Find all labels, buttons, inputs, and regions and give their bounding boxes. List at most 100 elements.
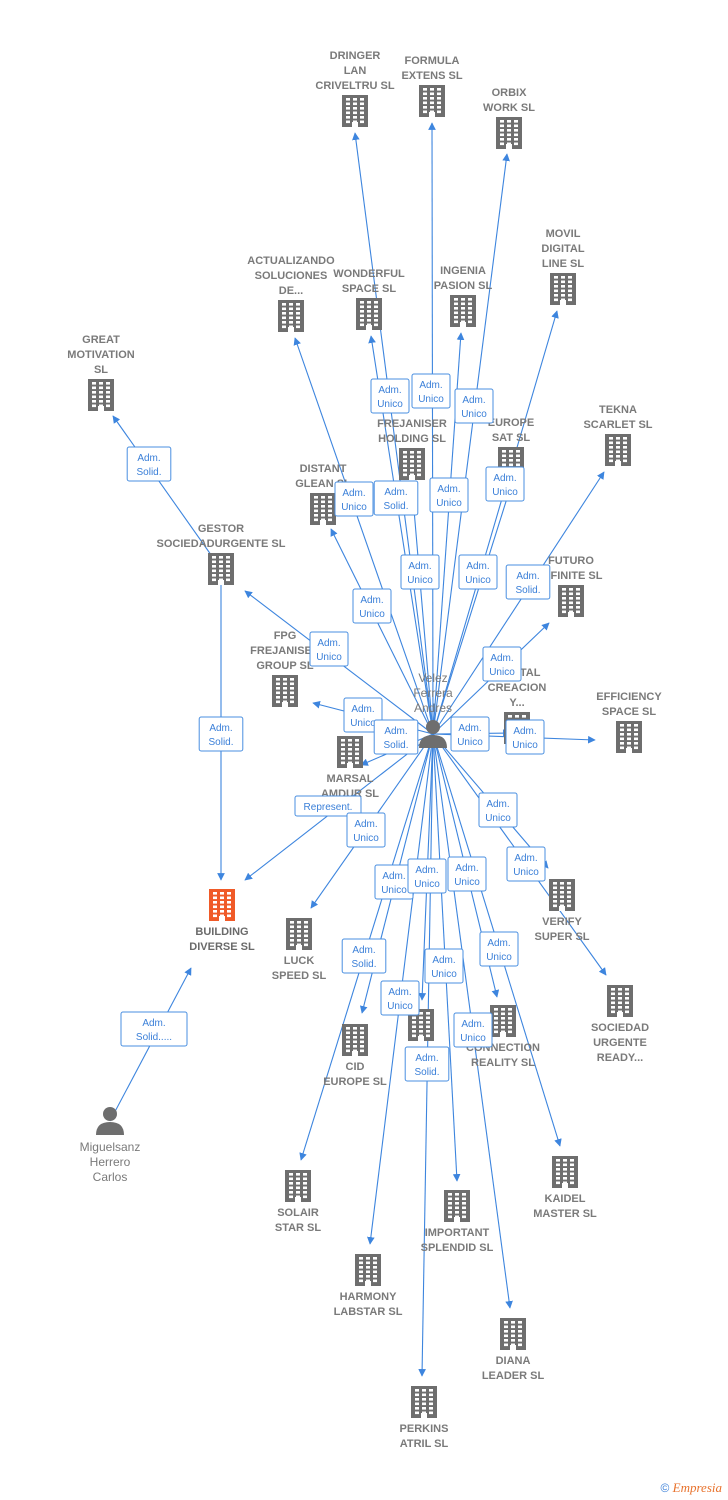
building-window xyxy=(290,939,294,942)
building-window xyxy=(568,280,572,284)
building-window xyxy=(494,1026,498,1029)
edge-label-actualizando[interactable]: Adm.Unico xyxy=(334,481,374,517)
building-window xyxy=(468,298,472,301)
building-window xyxy=(212,565,216,568)
edge-label-wonderful[interactable]: Adm.Solid. xyxy=(373,480,419,516)
building-window xyxy=(282,321,286,324)
building-icon xyxy=(605,434,631,466)
edge-label-ingenia[interactable]: Adm.Unico xyxy=(429,477,469,513)
edge-label-important[interactable]: Adm.Unico xyxy=(424,948,464,984)
building-window xyxy=(213,905,217,909)
building-window xyxy=(455,1215,459,1219)
edge-label-text: Adm. xyxy=(493,473,516,484)
building-window xyxy=(360,305,364,309)
edge-label-text: Unico xyxy=(431,969,457,980)
edge-label-solair[interactable]: Adm.Solid. xyxy=(341,938,387,974)
edge-label-harmony[interactable]: Adm.Unico xyxy=(380,980,420,1016)
node-label: HOLDING SL xyxy=(378,433,446,445)
building-window xyxy=(569,588,573,591)
edge-label-building[interactable]: Adm.Solid..... xyxy=(120,1011,188,1047)
edge-label-dringer[interactable]: Adm.Unico xyxy=(370,378,410,414)
edge-label-kaidel[interactable]: Adm.Unico xyxy=(479,931,519,967)
edge-label-frejaniser[interactable]: Adm.Unico xyxy=(400,554,440,590)
node-label: CRIVELTRU SL xyxy=(315,80,395,92)
edge-label-gestor[interactable]: Adm.Unico xyxy=(309,631,349,667)
edge-label-luck[interactable]: Adm.Unico xyxy=(346,812,386,848)
edge-label-europesat[interactable]: Adm.Unico xyxy=(458,554,498,590)
building-window xyxy=(507,124,511,128)
building-window xyxy=(290,700,294,704)
footer-brand[interactable]: © Empresia xyxy=(660,1480,722,1496)
building-window xyxy=(448,1197,452,1201)
edge-label-orbix[interactable]: Adm.Unico xyxy=(454,388,494,424)
building-window xyxy=(508,1030,512,1034)
building-window xyxy=(360,107,364,110)
edge-label-cid[interactable]: Adm.Unico xyxy=(374,864,414,900)
edge-label-sociedad[interactable]: Adm.Unico xyxy=(506,846,546,882)
edge-label-distant[interactable]: Adm.Unico xyxy=(352,588,392,624)
edge-label-text: Unico xyxy=(387,1001,413,1012)
edge-label-efficiency[interactable]: Adm.Unico xyxy=(505,719,545,755)
building-door xyxy=(409,475,415,480)
edge-label-box xyxy=(447,856,487,892)
edge-label-capital[interactable]: Adm.Unico xyxy=(450,716,490,752)
building-window xyxy=(212,556,216,559)
building-window xyxy=(213,914,217,918)
edge-label-connection[interactable]: Adm.Unico xyxy=(447,856,487,892)
edge-label-formula[interactable]: Adm.Unico xyxy=(411,373,451,409)
edge-label-text: Adm. xyxy=(455,863,478,874)
edge-label-box xyxy=(370,378,410,414)
node-sociedad[interactable]: SOCIEDADURGENTEREADY... xyxy=(591,985,649,1064)
building-icon xyxy=(500,1318,526,1350)
edge-label-futuro[interactable]: Adm.Unico xyxy=(482,646,522,682)
building-window xyxy=(620,746,624,750)
edge-label-building[interactable]: Adm.Solid. xyxy=(198,716,244,752)
edge-label-great[interactable]: Adm.Solid. xyxy=(126,446,172,482)
edge-label-diana[interactable]: Adm.Unico xyxy=(453,1012,493,1048)
building-window xyxy=(618,1006,622,1009)
edge-label-tekna[interactable]: Adm.Solid. xyxy=(505,564,551,600)
building-window xyxy=(314,505,318,508)
edge-label-marsal[interactable]: Adm.Solid. xyxy=(373,719,419,755)
building-window xyxy=(341,748,345,751)
edge-label-fpg[interactable]: Adm.Unico xyxy=(343,697,383,733)
edge-label-box xyxy=(411,373,451,409)
edge-label-verify[interactable]: Adm.Unico xyxy=(478,792,518,828)
building-window xyxy=(511,1321,515,1324)
edge-label-spsl[interactable]: Adm.Unico xyxy=(407,858,447,894)
edge-label-movil[interactable]: Adm.Unico xyxy=(485,466,525,502)
edge-label-building[interactable]: Represent. xyxy=(294,795,362,817)
building-door xyxy=(418,1036,424,1041)
building-window xyxy=(374,310,378,313)
edge-label-perkins[interactable]: Adm.Solid. xyxy=(404,1046,450,1082)
building-window xyxy=(423,97,427,100)
node-actualizando[interactable]: ACTUALIZANDOSOLUCIONESDE... xyxy=(247,255,335,332)
